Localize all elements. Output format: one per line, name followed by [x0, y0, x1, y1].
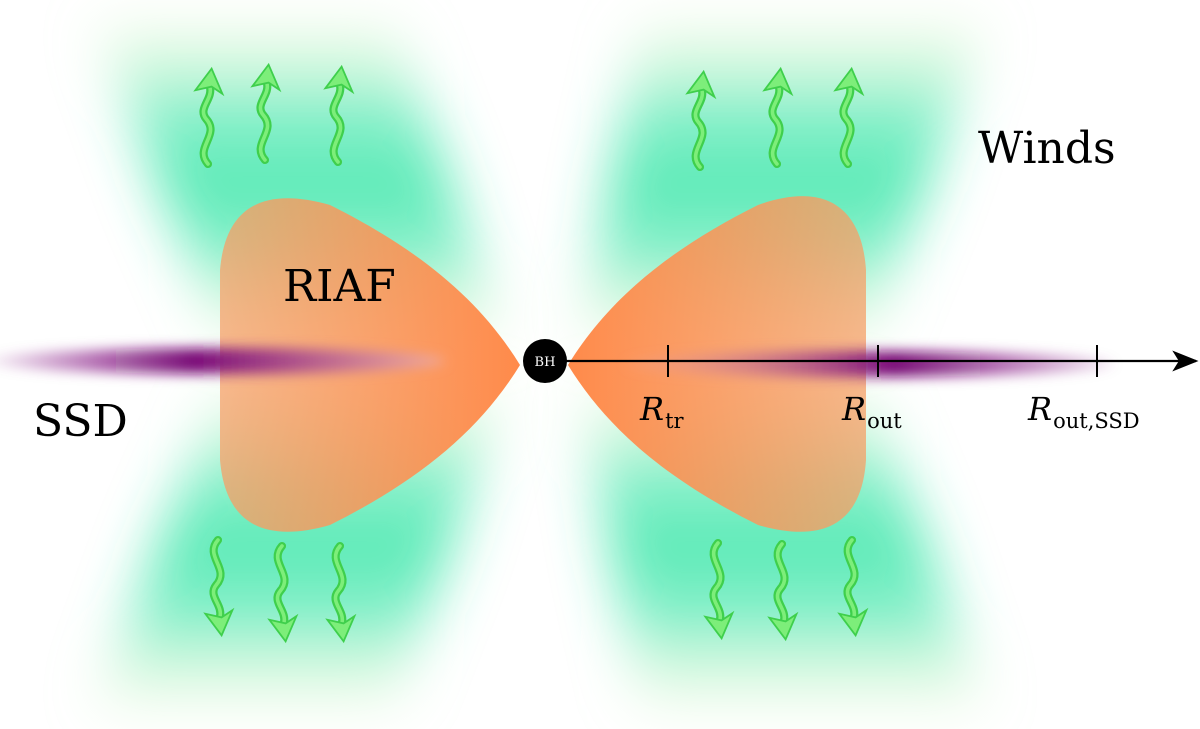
radius-label-r-out-ssd: Rout,SSD — [1027, 390, 1140, 433]
riaf-label: RIAF — [283, 261, 396, 312]
ssd-disk-right — [625, 351, 1115, 377]
ssd-disk-left — [0, 348, 445, 374]
black-hole-label: BH — [535, 355, 556, 370]
radius-label-r-tr: Rtr — [639, 390, 685, 433]
winds-label: Winds — [978, 123, 1116, 174]
ssd-label: SSD — [33, 396, 128, 447]
black-hole-icon: BH — [523, 339, 567, 383]
radius-label-r-out: Rout — [841, 390, 902, 433]
